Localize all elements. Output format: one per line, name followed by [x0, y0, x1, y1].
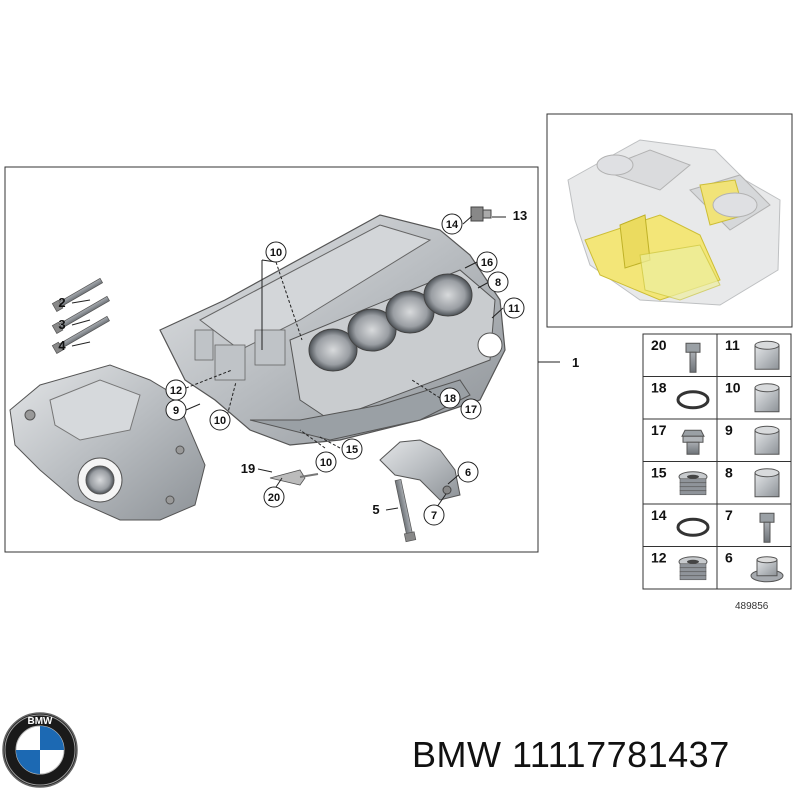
parts-grid-cell: 17 [651, 422, 705, 455]
callout-label: 8 [495, 277, 501, 289]
callout-label: 16 [481, 257, 493, 269]
sleeve-icon [754, 425, 780, 455]
callout-label: 10 [270, 247, 282, 259]
parts-grid-cell: 6 [725, 550, 784, 583]
sleeve-icon [754, 383, 780, 413]
parts-grid-cell: 11 [725, 337, 780, 370]
callout-label: 5 [372, 502, 379, 517]
bolt-20 [269, 469, 319, 486]
callout-label: 6 [465, 467, 471, 479]
seal-ring-icon [676, 517, 710, 537]
callout-8: 8 [487, 271, 509, 293]
callout-label: 20 [268, 492, 280, 504]
sleeve-icon [754, 340, 780, 370]
parts-grid-cell: 8 [725, 465, 780, 498]
callout-13: 13 [513, 208, 527, 223]
callout-10: 10 [265, 241, 287, 263]
callout-16: 16 [476, 251, 498, 273]
callout-label: 14 [446, 219, 459, 231]
parts-grid-cell: 15 [651, 465, 708, 496]
callout-11: 11 [503, 297, 525, 319]
callout-label: 9 [173, 405, 179, 417]
threaded-plug-icon [678, 471, 708, 496]
callout-label: 11 [508, 303, 520, 315]
callout-label: 18 [444, 393, 456, 405]
bmw-logo: BMW [2, 712, 78, 788]
part-number-label: 20 [651, 337, 667, 353]
bolt-5 [394, 478, 417, 543]
callout-label: 12 [170, 385, 182, 397]
callout-label: 17 [465, 404, 477, 416]
part-number-label: 6 [725, 550, 733, 566]
callout-9: 9 [165, 399, 187, 421]
callout-14: 14 [441, 213, 463, 235]
part-number-label: 11 [725, 337, 740, 353]
callout-19: 19 [241, 461, 255, 476]
engine-block [159, 214, 506, 446]
callout-7: 7 [423, 504, 445, 526]
callout-6: 6 [457, 461, 479, 483]
flanged-sleeve-icon [750, 556, 784, 583]
callout-10: 10 [315, 451, 337, 473]
callout-2: 2 [58, 295, 65, 310]
part-number-label: 12 [651, 550, 667, 566]
brand-name: BMW [412, 734, 502, 775]
callout-label: 15 [346, 444, 358, 456]
callout-label: 2 [58, 295, 65, 310]
parts-grid-cell: 18 [651, 380, 710, 410]
callout-label: 10 [320, 457, 332, 469]
callout-5: 5 [372, 502, 379, 517]
part-number-label: 14 [651, 507, 667, 523]
callout-10: 10 [209, 409, 231, 431]
part-number-label: 7 [725, 507, 733, 523]
bolt-icon [759, 512, 775, 543]
parts-grid: 20 11 18 10 17 9 15 8 14 7 12 6 [642, 333, 792, 590]
engine-thumbnail [546, 113, 793, 328]
callout-label: 4 [58, 338, 66, 353]
callout-17: 17 [460, 398, 482, 420]
parts-grid-cell: 7 [725, 507, 775, 543]
callout-3: 3 [58, 317, 65, 332]
part-number-label: 17 [651, 422, 667, 438]
parts-grid-cell: 9 [725, 422, 780, 455]
leader-lines [71, 215, 560, 515]
sensor-13 [470, 206, 492, 222]
part-number-label: 15 [651, 465, 667, 481]
part-number-label: 10 [725, 380, 741, 396]
part-caption: BMW 11117781437 [412, 734, 730, 776]
bolt-icon [685, 342, 701, 373]
callout-label: 3 [58, 317, 65, 332]
parts-grid-cell: 10 [725, 380, 780, 413]
callout-20: 20 [263, 486, 285, 508]
part-number-label: 18 [651, 380, 667, 396]
callout-layer: 2 3 4 5 6 7 8 9 10 10 10 11 12 13 14 15 16 17 18 19 20 1 [58, 208, 579, 526]
parts-grid-cell: 14 [651, 507, 710, 537]
seal-ring-icon [676, 390, 710, 410]
part-number: 11117781437 [512, 734, 730, 775]
part-number-label: 9 [725, 422, 733, 438]
assembly-number: 1 [572, 355, 579, 370]
bolt-group [51, 277, 110, 354]
parts-grid-cell: 20 [651, 337, 701, 373]
callout-label: 19 [241, 461, 255, 476]
callout-15: 15 [341, 438, 363, 460]
parts-grid-cell: 12 [651, 550, 708, 581]
callout-12: 12 [165, 379, 187, 401]
bracket [379, 439, 461, 501]
main-frame [4, 166, 539, 553]
logo-lettering: BMW [28, 716, 54, 727]
callout-label: 10 [214, 415, 226, 427]
diagram-id: 489856 [735, 601, 769, 612]
callout-label: 7 [431, 510, 437, 522]
threaded-plug-icon [678, 556, 708, 581]
part-number-label: 8 [725, 465, 733, 481]
sleeve-icon [754, 468, 780, 498]
plug-icon [681, 429, 705, 455]
callout-18: 18 [439, 387, 461, 409]
callout-4: 4 [58, 338, 66, 353]
timing-cover [9, 364, 206, 521]
callout-label: 13 [513, 208, 527, 223]
